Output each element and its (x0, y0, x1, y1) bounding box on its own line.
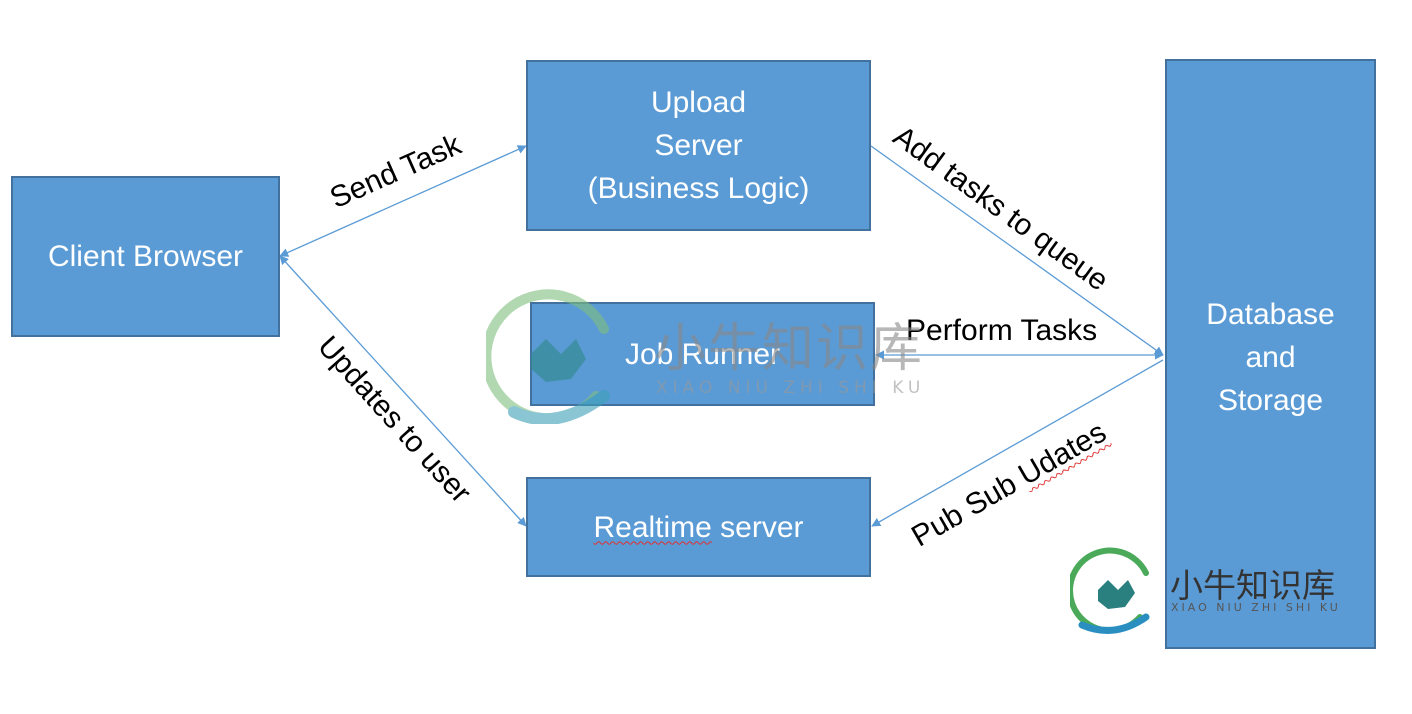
upload-server-label-line1: Upload (650, 86, 747, 119)
server-word: server (711, 510, 804, 544)
realtime-server-label: Realtime server (593, 506, 803, 549)
upload-server-label-line3: (Business Logic) (587, 172, 810, 205)
watermark-corner-logo-icon (1070, 547, 1150, 634)
database-storage-node: Database and Storage (1165, 59, 1376, 649)
arrow-client-to-realtime (279, 255, 527, 527)
upload-server-node: Upload Server (Business Logic) (526, 60, 871, 231)
watermark-center-brand: 小牛知识库 (654, 319, 925, 379)
arrow-upload-to-database (870, 145, 1164, 356)
arrow-client-to-upload (279, 145, 527, 257)
database-label-line1: Database (1206, 298, 1335, 331)
realtime-word: Realtime (593, 510, 712, 544)
client-browser-node: Client Browser (11, 176, 280, 337)
arrow-database-to-realtime (871, 359, 1164, 527)
job-runner-node: Job Runner (530, 302, 875, 406)
watermark-center-subtitle: XIAO NIU ZHI SHI KU (656, 378, 926, 398)
watermark-logo-icon (486, 289, 610, 424)
watermark-center: 小牛知识库 XIAO NIU ZHI SHI KU (486, 284, 922, 424)
client-browser-label: Client Browser (47, 240, 244, 273)
upload-server-label-line2: Server (654, 129, 743, 162)
database-label-line2: and (1245, 341, 1296, 374)
realtime-server-node: Realtime server (526, 477, 871, 577)
watermark-corner-brand: 小牛知识库 (1170, 566, 1335, 605)
database-label-line3: Storage (1217, 384, 1324, 417)
perform-tasks-label: Perform Tasks (906, 314, 1098, 347)
watermark-corner: 小牛知识库 XIAO NIU ZHI SHI KU (1070, 545, 1340, 635)
watermark-corner-subtitle: XIAO NIU ZHI SHI KU (1171, 601, 1341, 614)
job-runner-label: Job Runner (624, 337, 781, 371)
